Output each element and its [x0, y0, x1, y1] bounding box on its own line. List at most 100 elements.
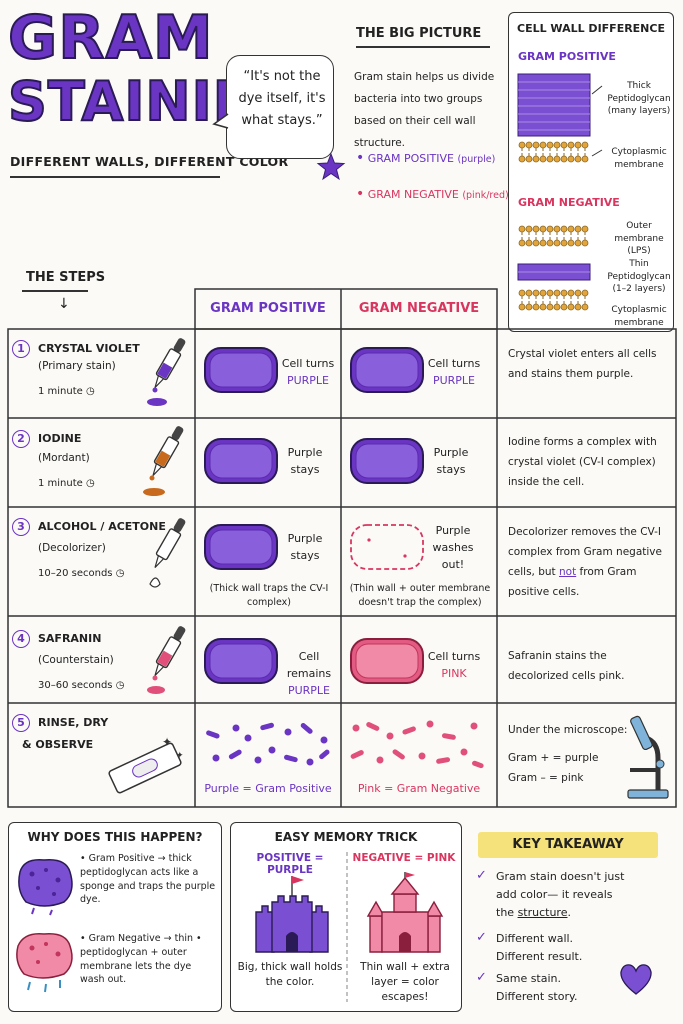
gram-positive-wall-diagram: [517, 73, 591, 163]
result-positive: Purple stays: [287, 446, 323, 476]
membrane-bilayer: [518, 141, 589, 163]
neg-membrane-label: Cytoplasmic membrane: [611, 305, 667, 328]
dropper-icon: [143, 426, 184, 496]
step-name: SAFRANIN: [38, 632, 102, 645]
result-positive: Cell turns PURPLE: [281, 357, 335, 387]
positive-note: (Thick wall traps the CV-I complex): [209, 583, 329, 608]
quote-bubble: [226, 55, 334, 159]
cell-positive: [204, 638, 278, 684]
clock-icon: ◷: [86, 386, 95, 397]
column-header-negative: GRAM NEGATIVE: [358, 301, 480, 316]
cell-negative: [350, 347, 424, 393]
cell-negative-pink: [350, 638, 424, 684]
microscope-positive: Gram + = purple: [508, 752, 599, 764]
takeaway-item-1: Gram stain doesn't just add color— it re…: [496, 870, 625, 919]
star-icon: [316, 152, 346, 181]
result-negative: Purple stays: [433, 446, 469, 476]
step-time: 1 minute ◷: [38, 386, 95, 397]
pink-bacteria-cluster: [350, 720, 484, 769]
step-subtitle: (Decolorizer): [38, 542, 106, 554]
svg-text:✦: ✦: [162, 735, 172, 749]
dropper-icon: [147, 338, 186, 406]
negative-note: (Thin wall + outer membrane doesn't trap…: [349, 583, 491, 608]
big-picture-underline: [356, 46, 490, 48]
why-title: WHY DOES THIS HAPPEN?: [27, 830, 203, 844]
cell-negative: [350, 438, 424, 484]
page-subtitle: DIFFERENT WALLS, DIFFERENT COLOR: [10, 154, 289, 169]
step-time: 1 minute ◷: [38, 478, 95, 489]
steps-underline: [22, 290, 88, 292]
microscope-negative: Gram – = pink: [508, 772, 584, 784]
result-positive: Cell remains PURPLE: [286, 650, 332, 697]
dropper-icon: [147, 626, 186, 694]
why-panel: [8, 822, 222, 1012]
step-number: 4: [12, 630, 30, 648]
subtitle-underline: [10, 176, 220, 178]
step-name: ALCOHOL / ACETONE: [38, 520, 166, 533]
step-name: CRYSTAL VIOLET: [38, 342, 140, 355]
check-icon: ✓: [476, 930, 487, 945]
why-positive-text: • Gram Positive → thick peptidoglycan ac…: [80, 853, 216, 906]
cell-positive: [204, 347, 278, 393]
cell-wall-title: CELL WALL DIFFERENCE: [517, 22, 665, 35]
page-title-line1: GRAM: [7, 3, 214, 73]
step-name: IODINE: [38, 432, 82, 445]
down-arrow-icon: ↓: [58, 296, 70, 312]
why-negative-text: • Gram Negative → thin • peptidoglycan +…: [80, 933, 202, 986]
takeaway-item-2: Different wall. Different result.: [496, 932, 583, 963]
gram-negative-wall-diagram: [517, 225, 591, 311]
heart-icon: [620, 964, 652, 995]
clock-icon: ◷: [115, 568, 125, 579]
pink-sponge-icon: [16, 933, 73, 993]
cell-positive: [204, 438, 278, 484]
memory-negative-caption: Thin wall + extra layer = color escapes!: [360, 961, 450, 1004]
pink-castle-icon: [366, 872, 444, 953]
pos-peptidoglycan-label: Thick Peptidoglycan (many layers): [607, 81, 671, 117]
dropper-icon: [149, 518, 186, 588]
step-subtitle: (Mordant): [38, 452, 90, 464]
purple-castle-icon: [255, 876, 329, 953]
slide-icon: ✦ ✦: [108, 735, 184, 794]
check-icon: ✓: [476, 970, 487, 985]
neg-outer-membrane-label: Outer membrane (LPS): [614, 221, 664, 257]
step-description: Crystal violet enters all cells and stai…: [508, 348, 657, 380]
cell-wall-positive-label: GRAM POSITIVE: [518, 50, 616, 63]
big-picture-negative: • GRAM NEGATIVE (pink/red): [356, 186, 509, 202]
result-negative: Cell turns PINK: [427, 650, 481, 680]
big-picture-positive: • GRAM POSITIVE (purple): [356, 150, 496, 166]
cell-negative-washed: [350, 524, 424, 570]
memory-positive-label: POSITIVE = PURPLE: [256, 852, 324, 876]
step-description: Decolorizer removes the CV-I complex fro…: [508, 526, 662, 598]
pos-membrane-label: Cytoplasmic membrane: [611, 147, 667, 170]
neg-peptidoglycan-label: Thin Peptidoglycan (1–2 layers): [607, 259, 671, 295]
clock-icon: ◷: [115, 680, 125, 691]
clock-icon: ◷: [86, 478, 95, 489]
cell-wall-panel: [508, 12, 674, 332]
steps-table-grid: [7, 288, 677, 808]
step-subtitle: (Counterstain): [38, 654, 114, 666]
bubble-tail-icon: [212, 113, 229, 129]
purple-bacteria-cluster: [206, 722, 330, 766]
result-negative: Cell turns PURPLE: [427, 357, 481, 387]
cell-wall-negative-label: GRAM NEGATIVE: [518, 196, 620, 209]
step-description: Iodine forms a complex with crystal viol…: [508, 436, 657, 488]
big-picture-title: THE BIG PICTURE: [356, 26, 482, 41]
step-number: 1: [12, 340, 30, 358]
memory-title: EASY MEMORY TRICK: [274, 830, 418, 844]
microscope-icon: [627, 715, 669, 799]
svg-text:✦: ✦: [176, 751, 184, 761]
key-takeaway-title: KEY TAKEAWAY: [478, 832, 658, 858]
quote-text: “It's not the dye itself, it's what stay…: [238, 69, 326, 128]
memory-divider: [346, 852, 348, 1002]
result-positive: Purple stays: [287, 532, 323, 562]
wall-pointer-lines: [591, 85, 603, 157]
column-header-positive: GRAM POSITIVE: [210, 301, 326, 316]
purple-sponge-icon: [18, 859, 73, 916]
positive-caption: Purple = Gram Positive: [204, 782, 332, 795]
step-description: Safranin stains the decolorized cells pi…: [508, 650, 625, 682]
step-number: 3: [12, 518, 30, 536]
negative-caption: Pink = Gram Negative: [357, 782, 481, 795]
big-picture-text: Gram stain helps us divide bacteria into…: [354, 71, 495, 149]
check-icon: ✓: [476, 868, 487, 883]
memory-positive-caption: Big, thick wall holds the color.: [237, 961, 343, 989]
